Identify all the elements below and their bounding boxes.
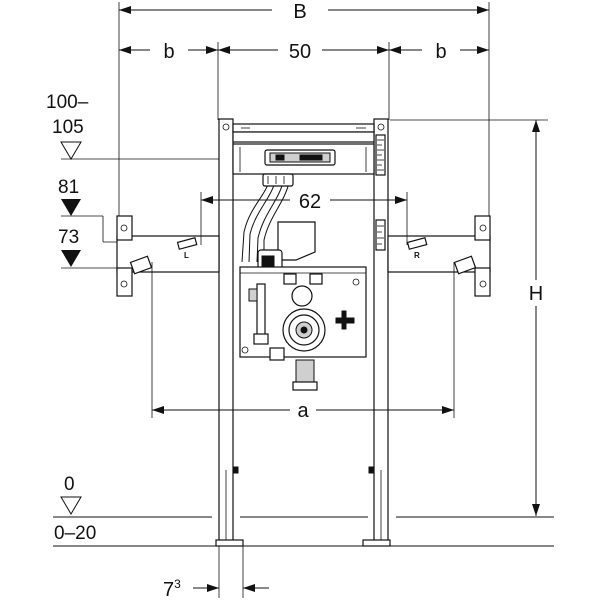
dimension-foot-value: 7 [163,579,174,600]
level-0-20: 0–20 [53,523,554,547]
left-marker: L [184,251,189,260]
actuator-bracket [232,143,375,175]
fixing-arm-left: L [116,215,220,297]
dimension-H-label: H [529,283,543,305]
dimension-B-label: B [293,1,306,23]
dimension-foot-label: 73 [163,577,181,600]
right-marker: R [414,251,420,260]
dimension-50-label: 50 [289,41,311,63]
valve-lever [335,310,355,330]
dimension-62-label: 62 [299,191,321,213]
level-top-line1: 100– [46,92,89,113]
dimension-B: B [119,1,489,23]
level-0-20-label: 0–20 [54,523,96,544]
level-81-label: 81 [58,177,79,198]
dimension-H: H [529,120,543,516]
dimension-b-right-label: b [435,41,446,63]
frame-left-upright [215,118,244,547]
level-top-line2: 105 [52,117,84,138]
level-0-label: 0 [64,474,75,495]
dimension-foot: 73 [163,546,269,600]
dimension-50: 50 [218,41,389,63]
dimension-b-left-label: b [163,41,174,63]
dimension-a: a [151,262,455,422]
frame-right-upright [362,118,391,547]
pump-unit [269,273,326,391]
dimension-62: 62 [200,191,408,245]
dimension-b-left: b [119,41,218,63]
frame-top-crossbar [232,123,375,143]
fixing-arm-right: R [387,215,491,297]
dimension-b-right: b [389,41,489,63]
inlet-pipe-left [248,283,269,345]
supply-hoses [241,173,294,263]
extension-lines [118,2,548,220]
level-0: 0 [53,474,554,518]
level-100-105: 100– 105 [46,92,232,160]
dimension-foot-superscript: 3 [174,577,181,591]
level-73-label: 73 [58,227,79,248]
measuring-scale [375,134,386,251]
dimension-a-label: a [297,400,309,422]
